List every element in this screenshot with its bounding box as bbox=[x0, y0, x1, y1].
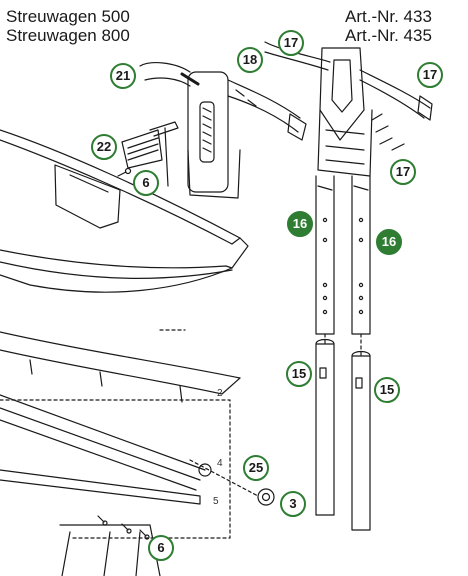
article-number-435: Art.-Nr. 435 bbox=[345, 26, 432, 45]
label-5: 5 bbox=[213, 496, 219, 507]
callout-21: 21 bbox=[110, 63, 136, 89]
label-2: 2 bbox=[217, 388, 223, 399]
screw-top bbox=[117, 167, 132, 177]
axle-and-bar bbox=[0, 394, 212, 505]
handle-frame-top bbox=[264, 41, 433, 177]
callout-3: 3 bbox=[280, 491, 306, 517]
shaft-cover bbox=[0, 331, 241, 403]
label-4: 4 bbox=[217, 458, 223, 469]
callout-15-right: 15 bbox=[374, 377, 400, 403]
article-number-433: Art.-Nr. 433 bbox=[345, 7, 432, 26]
callout-22: 22 bbox=[91, 134, 117, 160]
callout-18: 18 bbox=[237, 47, 263, 73]
lower-tubes-16 bbox=[315, 175, 371, 335]
callout-16-right: 16 bbox=[376, 229, 402, 255]
spreader-plate bbox=[121, 121, 179, 187]
push-handle-assembly bbox=[139, 62, 307, 199]
callout-6-bottom: 6 bbox=[148, 535, 174, 561]
bearing-washer bbox=[257, 488, 275, 506]
hopper-body bbox=[0, 129, 249, 293]
bottom-bracket bbox=[59, 515, 161, 576]
callout-25: 25 bbox=[243, 455, 269, 481]
callout-17-lower: 17 bbox=[390, 159, 416, 185]
rods-15 bbox=[315, 338, 371, 531]
hopper-side-grip bbox=[54, 164, 121, 229]
model-name-800: Streuwagen 800 bbox=[6, 26, 130, 45]
callout-16-left: 16 bbox=[287, 211, 313, 237]
model-name-500: Streuwagen 500 bbox=[6, 7, 130, 26]
callout-17-right: 17 bbox=[417, 62, 443, 88]
callout-17-top: 17 bbox=[278, 30, 304, 56]
callout-15-left: 15 bbox=[286, 361, 312, 387]
callout-6-top: 6 bbox=[133, 170, 159, 196]
